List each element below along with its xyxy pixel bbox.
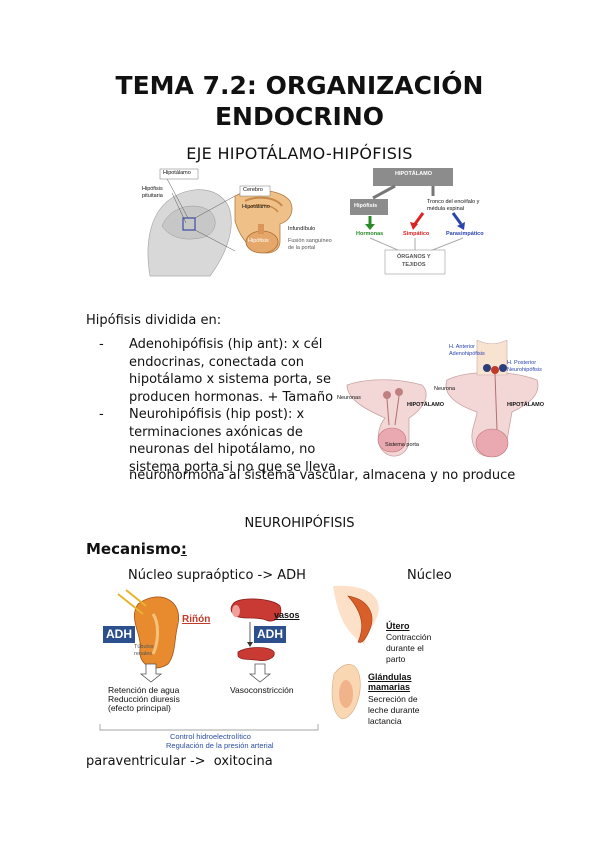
- list-item-adenohipofisis: - Adenohipófisis (hip ant): x cél endocr…: [99, 336, 339, 406]
- section-heading-neurohipofisis: NEUROHIPÓFISIS: [244, 516, 355, 531]
- list-line: endocrinas, conectada con: [129, 354, 305, 370]
- label-retencion: Retención de agua: [108, 685, 180, 695]
- label-vasos: vasos: [274, 610, 300, 620]
- label-control: Control hidroelectrolítico: [170, 732, 251, 741]
- list-item-neurohipofisis: - Neurohipófisis (hip post): x terminaci…: [99, 406, 339, 476]
- label-utero: Útero: [386, 621, 410, 631]
- list-line: hipotálamo x sistema porta, se: [129, 372, 331, 387]
- label-tubulos: Túbulos renales: [134, 644, 154, 657]
- axis-left-label: Hipófisis: [354, 203, 378, 209]
- list-line: terminaciones axónicas de: [129, 424, 303, 440]
- mechanism-colon: :: [180, 540, 187, 558]
- hipofisis-intro: Hipófisis dividida en:: [86, 313, 222, 328]
- axis-top-label: HIPOTÁLAMO: [395, 171, 432, 177]
- axis-out-parasimpatico: Parasimpático: [446, 231, 484, 237]
- label-hipofisis-inner: Hipófisis: [248, 238, 269, 244]
- label-h-anterior: H. Anterior Adenohipófisis: [449, 344, 485, 357]
- paraventricular-text: paraventricular -> oxitocina: [86, 754, 273, 769]
- label-rinon: Riñón: [182, 614, 211, 625]
- axis-diagram-svg: [345, 166, 490, 278]
- label-utero-desc-2: durante el: [386, 643, 424, 653]
- label-neuronas: Neuronas: [337, 395, 361, 401]
- label-hipotalamo-right: HIPOTÁLAMO: [507, 402, 544, 408]
- oxytocin-figure: Útero Contracción durante el parto Glánd…: [328, 584, 448, 734]
- label-h-posterior: H. Posterior Neurohipófisis: [507, 360, 542, 373]
- axis-bottom-line-2: TEJIDOS: [402, 262, 426, 268]
- list-line: neuronas del hipotálamo, no: [129, 442, 316, 457]
- oxytocin-illustration: [331, 585, 379, 720]
- list-line: Neurohipófisis (hip post): x: [129, 407, 305, 422]
- label-gland-desc-3: lactancia: [368, 716, 402, 726]
- section-heading-eje: EJE HIPOTÁLAMO-HIPÓFISIS: [186, 144, 413, 163]
- pituitary-figure: H. Anterior Adenohipófisis H. Posterior …: [337, 339, 547, 468]
- title-line-1: TEMA 7.2: ORGANIZACIÓN: [115, 71, 484, 100]
- title-line-2: ENDOCRINO: [214, 102, 385, 131]
- label-gland-desc-2: leche durante: [368, 705, 420, 715]
- label-cerebrum: Cerebro: [243, 187, 263, 193]
- label-vasoconstriccion: Vasoconstricción: [230, 685, 294, 695]
- label-hipotalamo-left: HIPOTÁLAMO: [407, 402, 444, 408]
- adh-illustration: [99, 589, 319, 731]
- label-neurona: Neurona: [434, 386, 456, 392]
- axis-diagram: HIPOTÁLAMO Hipófisis Tronco del encéfalo…: [345, 166, 490, 278]
- list-dash: -: [99, 407, 104, 422]
- list-line: Adenohipófisis (hip ant): x cél: [129, 337, 323, 352]
- axis-out-simpatico: Simpático: [403, 231, 430, 237]
- label-pituitary: Hipófisis pituitaria: [142, 186, 163, 199]
- label-regulacion: Regulación de la presión arterial: [166, 741, 274, 750]
- label-infundibulum: Infundíbulo: [288, 226, 316, 232]
- adh-figure: ADH ADH Riñón Túbulos renales vasos Rete…: [98, 584, 320, 754]
- label-glandulas: Glándulas: [368, 672, 412, 682]
- label-efecto: (efecto principal): [108, 703, 171, 713]
- brain-illustration: [147, 168, 293, 277]
- axis-right-label: Tronco del encéfalo y médula espinal: [427, 199, 480, 212]
- adh-box-vessel: ADH: [254, 626, 286, 643]
- page-title: TEMA 7.2: ORGANIZACIÓN ENDOCRINO: [0, 70, 599, 132]
- list-dash: -: [99, 337, 104, 352]
- brain-figure: Hipotálamo Hipófisis pituitaria Cerebro …: [140, 166, 340, 281]
- label-utero-desc-1: Contracción: [386, 632, 432, 642]
- adh-box-kidney: ADH: [103, 626, 135, 643]
- label-porta: Fusión sanguíneo de la portal: [288, 238, 332, 251]
- label-utero-desc-3: parto: [386, 654, 406, 664]
- nucleus-supraoptic: Núcleo supraóptico -> ADH: [128, 568, 306, 583]
- hipofisis-list: - Adenohipófisis (hip ant): x cél endocr…: [99, 336, 345, 476]
- mechanism-label: Mecanismo: [86, 540, 181, 558]
- label-sistema-porta: Sistema porta: [385, 442, 419, 448]
- label-mamarias: mamarias: [368, 682, 411, 692]
- axis-bottom-line-1: ÓRGANOS Y: [397, 254, 431, 260]
- pituitary-illustration: [346, 339, 539, 458]
- label-reduccion: Reducción diuresis: [108, 694, 180, 704]
- axis-out-hormonas: Hormonas: [356, 231, 384, 237]
- label-hypothalamus: Hipotálamo: [163, 170, 191, 176]
- list-line: producen hormonas. + Tamaño: [129, 389, 334, 405]
- label-gland-desc-1: Secreción de: [368, 694, 418, 704]
- nucleus-right: Núcleo: [407, 568, 452, 583]
- mechanism-heading: Mecanismo:: [86, 540, 187, 558]
- list-continuation: neurohormona al sistema vascular, almace…: [129, 468, 516, 483]
- label-hypothalamus-inner: Hipotálamo: [242, 204, 270, 210]
- list-line: sistema porta si no que se lleva: [129, 459, 337, 475]
